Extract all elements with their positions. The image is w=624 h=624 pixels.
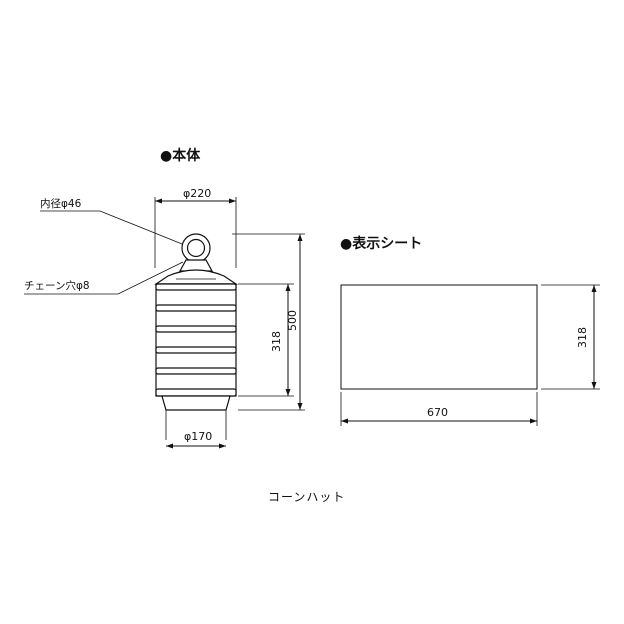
- body-section-title: ●本体: [160, 147, 201, 164]
- lid: [154, 259, 238, 285]
- inner-diameter-label: 内径φ46: [40, 197, 82, 210]
- sheet-width-dimension: 670: [340, 392, 538, 426]
- bottom-diameter-dimension: φ170: [166, 430, 226, 449]
- product-caption: コーンハット: [268, 490, 345, 504]
- ring-icon: [181, 233, 211, 263]
- sheet-width-label: 670: [427, 406, 448, 419]
- total-height-dimension: 500: [232, 233, 305, 411]
- total-height-label: 500: [286, 310, 299, 331]
- band-height-dimension: 318: [238, 283, 294, 397]
- chain-hole-leader: チェーン穴φ8: [24, 261, 184, 295]
- bottom-diameter-label: φ170: [184, 430, 212, 443]
- top-diameter-label: φ220: [183, 187, 211, 200]
- band-height-label: 318: [270, 331, 283, 352]
- chain-hole-label: チェーン穴φ8: [24, 279, 90, 292]
- sheet-height-label: 318: [576, 327, 589, 348]
- inner-diameter-leader: 内径φ46: [40, 197, 183, 245]
- sheet-height-dimension: 318: [541, 284, 600, 390]
- sheet-section-title: ●表示シート: [340, 235, 422, 252]
- body-cylinder: [155, 283, 237, 440]
- top-diameter-dimension: φ220: [154, 187, 237, 268]
- display-sheet: [340, 284, 538, 390]
